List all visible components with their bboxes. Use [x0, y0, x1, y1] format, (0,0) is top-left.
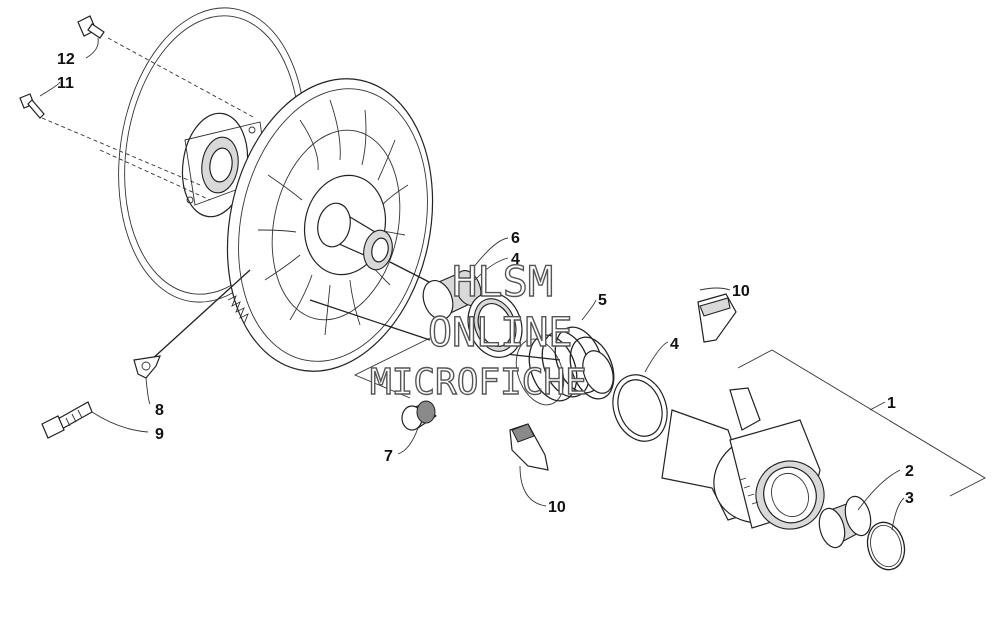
callout-6: 6 [511, 230, 520, 247]
screw-part-11 [19, 93, 45, 119]
callout-12: 12 [57, 51, 75, 68]
callout-10-lower: 10 [548, 499, 566, 516]
washer-part-4-upper [467, 292, 523, 358]
callout-11: 11 [57, 75, 74, 92]
callout-4-upper: 4 [511, 251, 520, 268]
inner-sheave [226, 78, 434, 372]
spring-part-5 [515, 326, 615, 406]
shoe-part-10-upper [697, 293, 737, 343]
callout-10-upper: 10 [732, 283, 750, 300]
shoe-part-10-lower [509, 423, 549, 471]
callout-labels: 1 2 3 4 4 5 6 7 8 9 10 10 11 12 [57, 51, 914, 516]
clip-part-8 [133, 355, 161, 379]
callout-5: 5 [598, 292, 607, 309]
callout-4-lower: 4 [670, 336, 679, 353]
callout-8: 8 [155, 402, 164, 419]
callout-7: 7 [384, 448, 393, 465]
watermark-line1: HLSM [452, 257, 553, 306]
bushing-part-6 [422, 270, 482, 320]
snap-ring-part-3 [866, 521, 906, 571]
watermark-line3: MICROFICHE [370, 362, 587, 403]
washer-part-4-lower [612, 374, 668, 442]
watermark: HLSM ONLINE MICROFICHE [369, 256, 587, 403]
callout-1: 1 [887, 395, 896, 412]
callout-2: 2 [905, 463, 914, 480]
callout-leaders [39, 37, 905, 531]
bearing-part-2 [818, 495, 872, 549]
screw-part-12 [77, 15, 105, 39]
bolt-part-9 [41, 401, 93, 439]
watermark-line2: ONLINE [428, 310, 573, 356]
cam-assembly-part-1 [661, 387, 825, 530]
outer-sheave [118, 7, 306, 303]
roller-part-7 [401, 400, 437, 431]
callout-3: 3 [905, 490, 914, 507]
callout-9: 9 [155, 426, 164, 443]
